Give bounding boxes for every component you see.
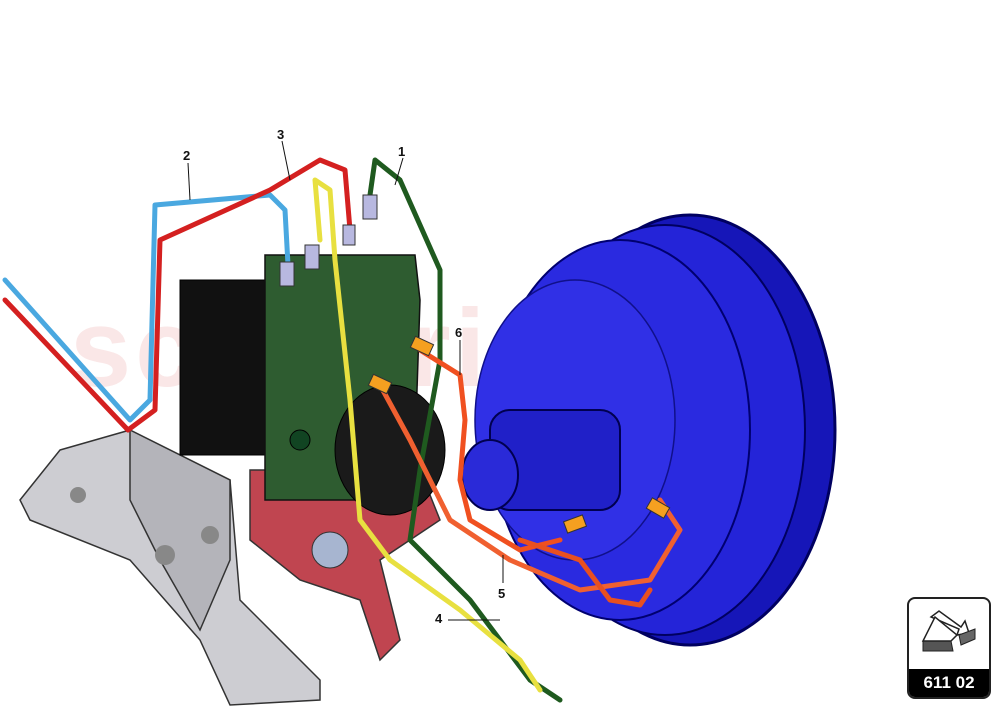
pipe-blue <box>2 192 291 423</box>
pipe-orange-bottom <box>517 537 653 608</box>
section-badge[interactable]: 611 02 <box>907 597 991 699</box>
pipe-red <box>2 157 353 433</box>
callout-4: 4 <box>435 611 443 626</box>
arrow-to-block-icon <box>921 610 976 652</box>
callout-1: 1 <box>398 144 405 159</box>
callout-2: 2 <box>183 148 190 163</box>
callout-6: 6 <box>455 325 462 340</box>
pipe-orange-lower <box>377 382 683 593</box>
pedal-bracket <box>19 428 321 706</box>
section-code: 611 02 <box>909 669 989 697</box>
pipe-yellow <box>312 177 543 693</box>
pipe-fittings <box>279 194 378 287</box>
orange-fittings <box>367 335 671 534</box>
brake-booster <box>461 213 837 647</box>
callout-3: 3 <box>277 127 284 142</box>
callout-5: 5 <box>498 586 505 601</box>
pipe-green <box>367 157 563 703</box>
leader-lines <box>187 140 504 621</box>
